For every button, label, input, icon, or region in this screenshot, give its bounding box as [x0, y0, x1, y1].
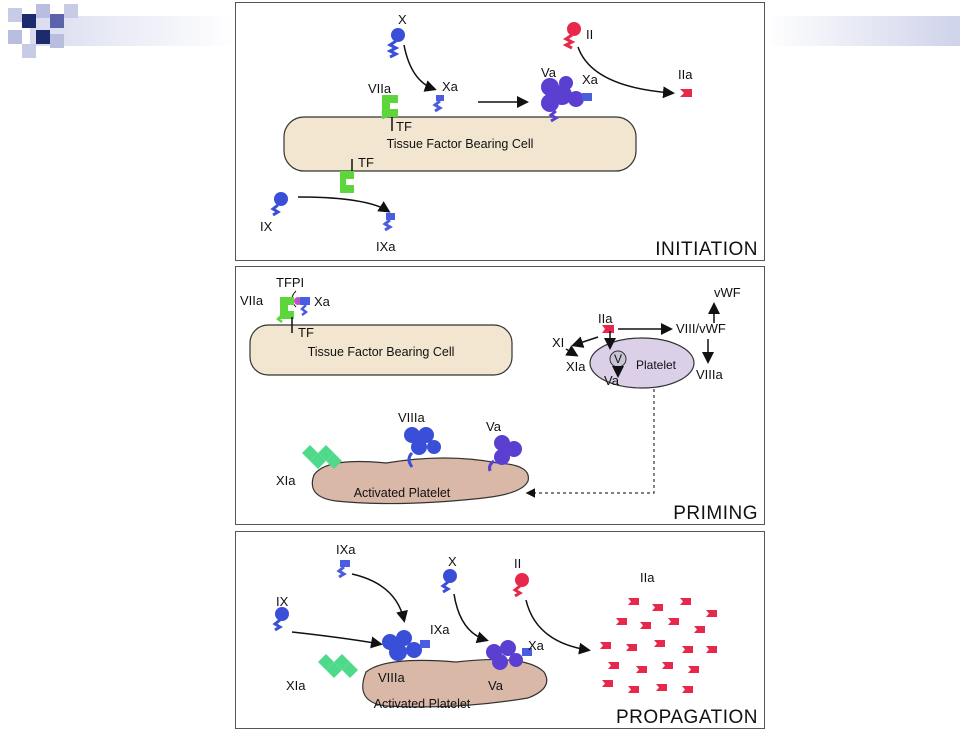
propagation-panel: Activated Platelet IXa IX XIa VIIIa X IX…	[235, 531, 765, 729]
label-viia: VIIa	[240, 293, 264, 308]
label-xa: Xa	[314, 294, 331, 309]
molecule-icon	[386, 28, 405, 59]
deco-square	[36, 4, 50, 18]
activated-platelet	[362, 658, 548, 708]
label-xia-bound: XIa	[276, 473, 296, 488]
activated-label: Activated Platelet	[374, 697, 471, 711]
label-ix: IX	[276, 594, 289, 609]
header-decoration	[8, 4, 960, 58]
molecule-icon	[382, 630, 430, 661]
label-viiia-bound: VIIIa	[398, 410, 426, 425]
molecule-icon	[512, 573, 529, 598]
molecule-icon	[270, 192, 288, 217]
panel-title: INITIATION	[655, 239, 758, 260]
cell-label: Tissue Factor Bearing Cell	[308, 345, 455, 359]
label-xa: Xa	[528, 638, 545, 653]
label-viia: VIIa	[368, 81, 392, 96]
molecule-icon	[562, 22, 581, 50]
molecule-icon	[541, 76, 592, 123]
arrow-icon	[453, 593, 489, 644]
label-x: X	[398, 12, 407, 27]
label-tfpi: TFPI	[276, 275, 304, 290]
label-tf-bottom: TF	[358, 155, 374, 170]
deco-square	[64, 4, 78, 18]
deco-square	[50, 14, 64, 28]
label-xia: XIa	[566, 359, 586, 374]
arrow-icon	[571, 336, 599, 348]
arrow-icon	[291, 631, 383, 649]
label-iia: IIa	[640, 570, 655, 585]
molecule-icon	[272, 607, 289, 632]
tissue-factor-cell	[249, 324, 513, 376]
deco-square	[8, 30, 22, 44]
label-vwf: vWF	[714, 285, 741, 300]
label-xa: Xa	[442, 79, 459, 94]
label-va: Va	[541, 65, 557, 80]
panel-title: PROPAGATION	[616, 707, 758, 728]
molecule-icon	[432, 95, 444, 113]
molecule-icon	[382, 213, 395, 232]
molecule-icon	[488, 435, 522, 472]
molecule-icon	[600, 598, 717, 693]
molecule-icon	[336, 560, 350, 579]
label-va: Va	[488, 678, 504, 693]
molecule-icon	[276, 297, 310, 323]
label-viiia: VIIIa	[696, 367, 724, 382]
deco-square	[50, 34, 64, 48]
platelet-label: Platelet	[636, 358, 677, 372]
label-xa2: Xa	[582, 72, 599, 87]
label-xi: XI	[552, 335, 564, 350]
molecule-icon	[440, 569, 457, 594]
molecule-icon	[486, 640, 532, 670]
label-va-bound: Va	[486, 419, 502, 434]
molecule-icon	[381, 95, 398, 120]
molecule-icon	[680, 89, 692, 97]
arrow-icon	[577, 46, 675, 99]
arrow-icon	[525, 389, 655, 498]
label-xia: XIa	[286, 678, 306, 693]
deco-square	[36, 30, 50, 44]
panel-title: PRIMING	[673, 503, 758, 524]
molecule-icon	[302, 445, 342, 469]
label-va: Va	[604, 373, 620, 388]
arrow-icon	[351, 573, 408, 623]
arrow-icon	[403, 44, 437, 92]
label-ix: IX	[260, 219, 273, 234]
label-ixa-top: IXa	[336, 542, 356, 557]
label-tf-top: TF	[396, 119, 412, 134]
arrow-icon	[297, 196, 391, 213]
tissue-factor-cell	[283, 116, 637, 172]
arrow-icon	[525, 599, 591, 655]
label-iia: IIa	[598, 311, 613, 326]
cell-label: Tissue Factor Bearing Cell	[387, 137, 534, 151]
label-ixa: IXa	[376, 239, 396, 254]
label-viiia: VIIIa	[378, 670, 406, 685]
activated-platelet	[311, 457, 530, 505]
label-iia: IIa	[678, 67, 693, 82]
v-marker: V	[614, 352, 622, 366]
label-x: X	[448, 554, 457, 569]
molecule-icon	[404, 427, 441, 468]
label-ixa-mid: IXa	[430, 622, 450, 637]
activated-label: Activated Platelet	[354, 486, 451, 500]
molecule-icon	[340, 171, 354, 193]
label-viii-vwf: VIII/vWF	[676, 321, 726, 336]
arrow-icon	[565, 345, 579, 357]
label-ii: II	[586, 27, 593, 42]
label-tf: TF	[298, 325, 314, 340]
molecule-icon	[318, 654, 358, 678]
deco-square	[22, 44, 36, 58]
initiation-panel: Tissue Factor Bearing Cell X VIIa TF Xa …	[235, 2, 765, 261]
deco-square	[8, 8, 22, 22]
molecule-icon	[602, 325, 614, 333]
priming-panel: Tissue Factor Bearing Cell TFPI VIIa Xa …	[235, 266, 765, 525]
deco-square	[22, 14, 36, 28]
label-ii: II	[514, 556, 521, 571]
